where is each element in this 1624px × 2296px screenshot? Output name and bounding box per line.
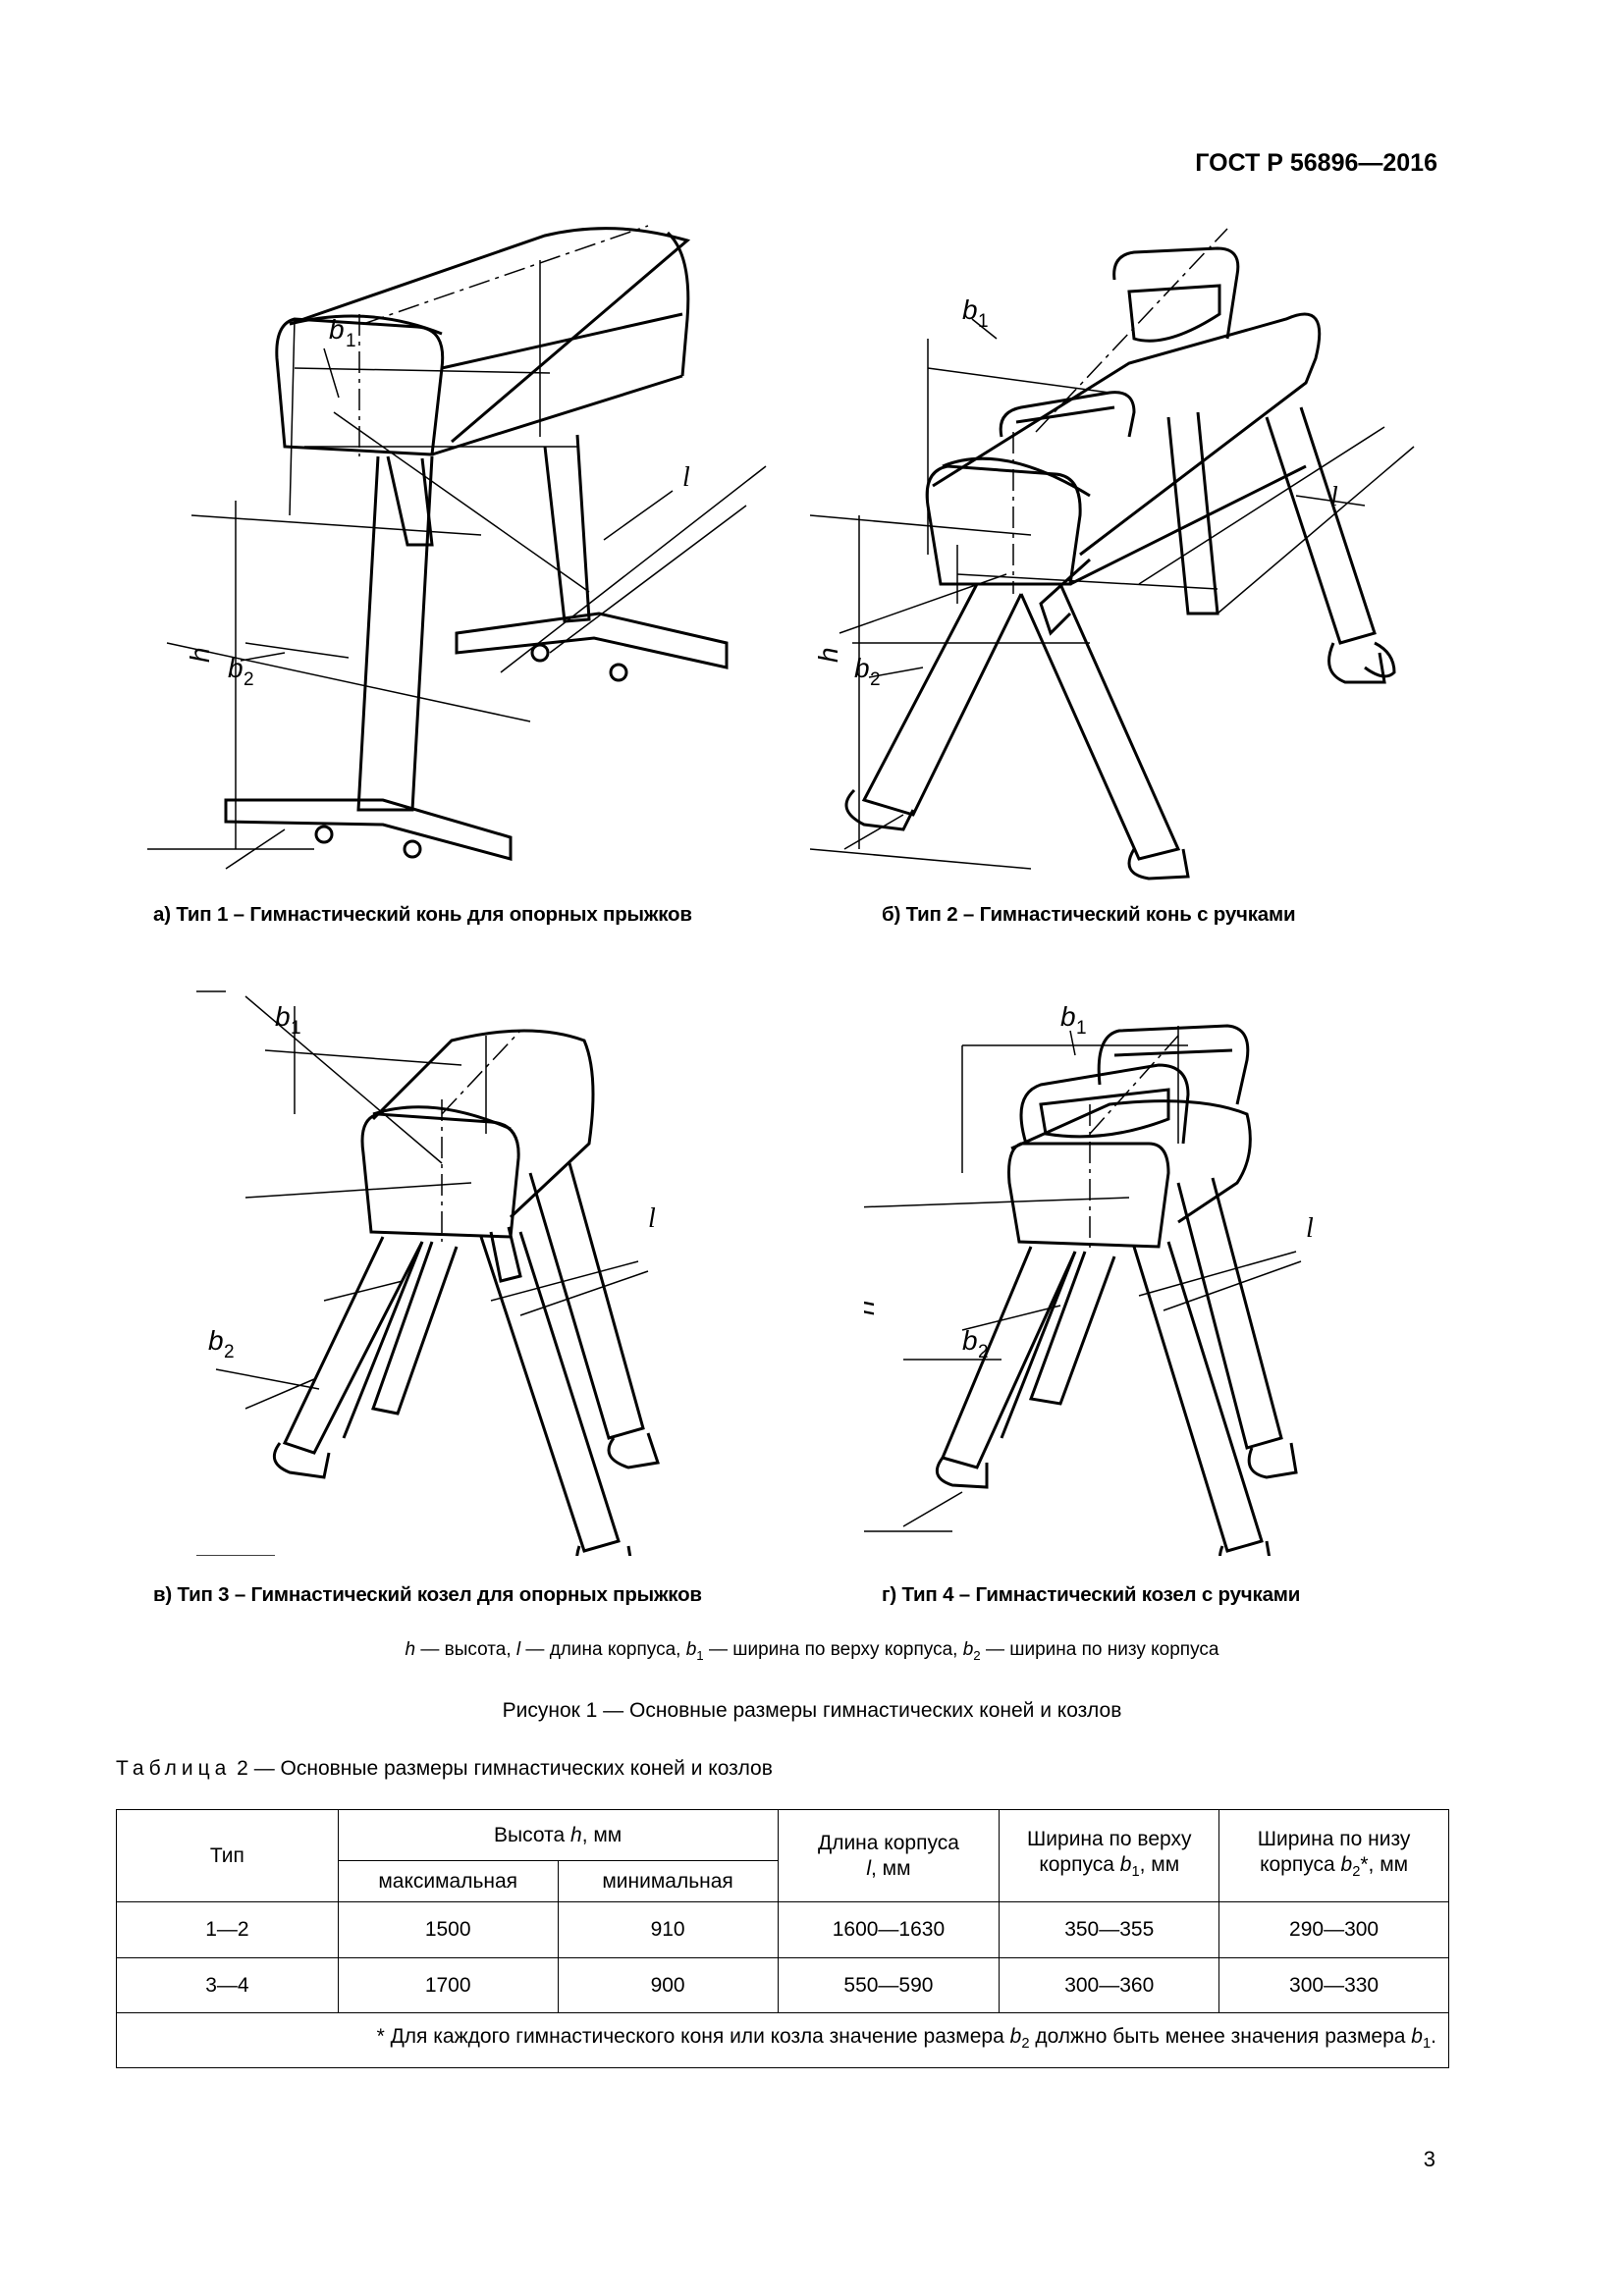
table-row: 1—2 1500 910 1600—1630 350—355 290—300 (116, 1901, 1449, 1958)
legend-b1: b (685, 1639, 697, 1660)
table-title-word: Таблица (116, 1757, 232, 1780)
label-h: h (813, 647, 843, 663)
page-number: 3 (1423, 2147, 1435, 2171)
legend-l-text: — длина корпуса, (520, 1639, 686, 1660)
cell-type: 1—2 (116, 1901, 339, 1958)
label-l: l (1330, 482, 1338, 512)
cell-top-width: 300—360 (999, 1957, 1220, 2013)
label-l: l (1306, 1213, 1314, 1244)
label-l: l (682, 462, 690, 493)
figure-b-caption: б) Тип 2 – Гимнастический конь с ручками (882, 903, 1296, 926)
figure-b-drawing: b 1 b 2 l h (795, 221, 1463, 908)
legend-h: h (405, 1639, 416, 1660)
figure-legend: h — высота, l — длина корпуса, b1 — шири… (0, 1639, 1624, 1663)
cell-min: 910 (557, 1901, 779, 1958)
label-b2-sub: 2 (978, 1342, 989, 1362)
label-b1: b (329, 314, 345, 345)
label-b2: b (228, 653, 244, 683)
header-min: минимальная (557, 1860, 779, 1902)
label-b2-sub: 2 (870, 669, 881, 690)
label-b1-sub: 1 (346, 331, 356, 351)
cell-type: 3—4 (116, 1957, 339, 2013)
label-b2: b (854, 653, 870, 683)
header-height: Высота h, мм (337, 1809, 779, 1861)
label-b2: b (208, 1325, 224, 1356)
figure-title: Рисунок 1 — Основные размеры гимнастичес… (502, 1699, 1122, 1722)
label-b2-sub: 2 (244, 669, 254, 690)
label-h: h (864, 1300, 880, 1315)
cell-min: 900 (557, 1957, 779, 2013)
label-b1-sub: 1 (978, 311, 989, 332)
header-type: Тип (116, 1809, 339, 1902)
header-max: максимальная (337, 1860, 559, 1902)
figure-c-caption: в) Тип 3 – Гимнастический козел для опор… (153, 1583, 702, 1606)
standard-header: ГОСТ Р 56896—2016 (1195, 149, 1437, 177)
label-b1-sub: 1 (291, 1018, 301, 1039)
figure-a-caption: а) Тип 1 – Гимнастический конь для опорн… (153, 903, 692, 926)
table-title: Таблица 2 — Основные размеры гимнастичес… (116, 1757, 773, 1781)
cell-length: 550—590 (777, 1957, 1001, 2013)
label-b2: b (962, 1325, 978, 1356)
figure-c-drawing: b 1 b 2 l h (196, 947, 707, 1556)
label-b2-sub: 2 (224, 1342, 235, 1362)
table-title-rest: 2 — Основные размеры гимнастических коне… (231, 1757, 773, 1780)
figure-d-caption: г) Тип 4 – Гимнастический козел с ручкам… (882, 1583, 1301, 1606)
legend-l: l (515, 1639, 521, 1660)
figure-a-drawing: b 1 b 2 l h (137, 221, 805, 908)
table-row: 3—4 1700 900 550—590 300—360 300—330 (116, 1957, 1449, 2013)
figure-d-drawing: b 1 b 2 l h (864, 947, 1375, 1556)
label-b1: b (1060, 1001, 1076, 1032)
legend-b2-text: — ширина по низу корпуса (980, 1639, 1219, 1660)
legend-b1-sub: 1 (696, 1647, 704, 1663)
table-footnote: * Для каждого гимнастического коня или к… (116, 2012, 1449, 2068)
cell-max: 1700 (337, 1957, 559, 2013)
legend-h-text: — высота, (415, 1639, 516, 1660)
label-b1: b (275, 1001, 291, 1032)
cell-bottom-width: 300—330 (1218, 1957, 1449, 2013)
cell-bottom-width: 290—300 (1218, 1901, 1449, 1958)
cell-top-width: 350—355 (999, 1901, 1220, 1958)
label-l: l (648, 1203, 656, 1234)
legend-b2-sub: 2 (973, 1647, 981, 1663)
legend-b1-text: — ширина по верху корпуса, (703, 1639, 963, 1660)
cell-length: 1600—1630 (777, 1901, 1001, 1958)
cell-max: 1500 (337, 1901, 559, 1958)
label-b1: b (962, 294, 978, 325)
label-b1-sub: 1 (1076, 1018, 1087, 1039)
legend-b2: b (962, 1639, 974, 1660)
label-h: h (185, 647, 215, 663)
